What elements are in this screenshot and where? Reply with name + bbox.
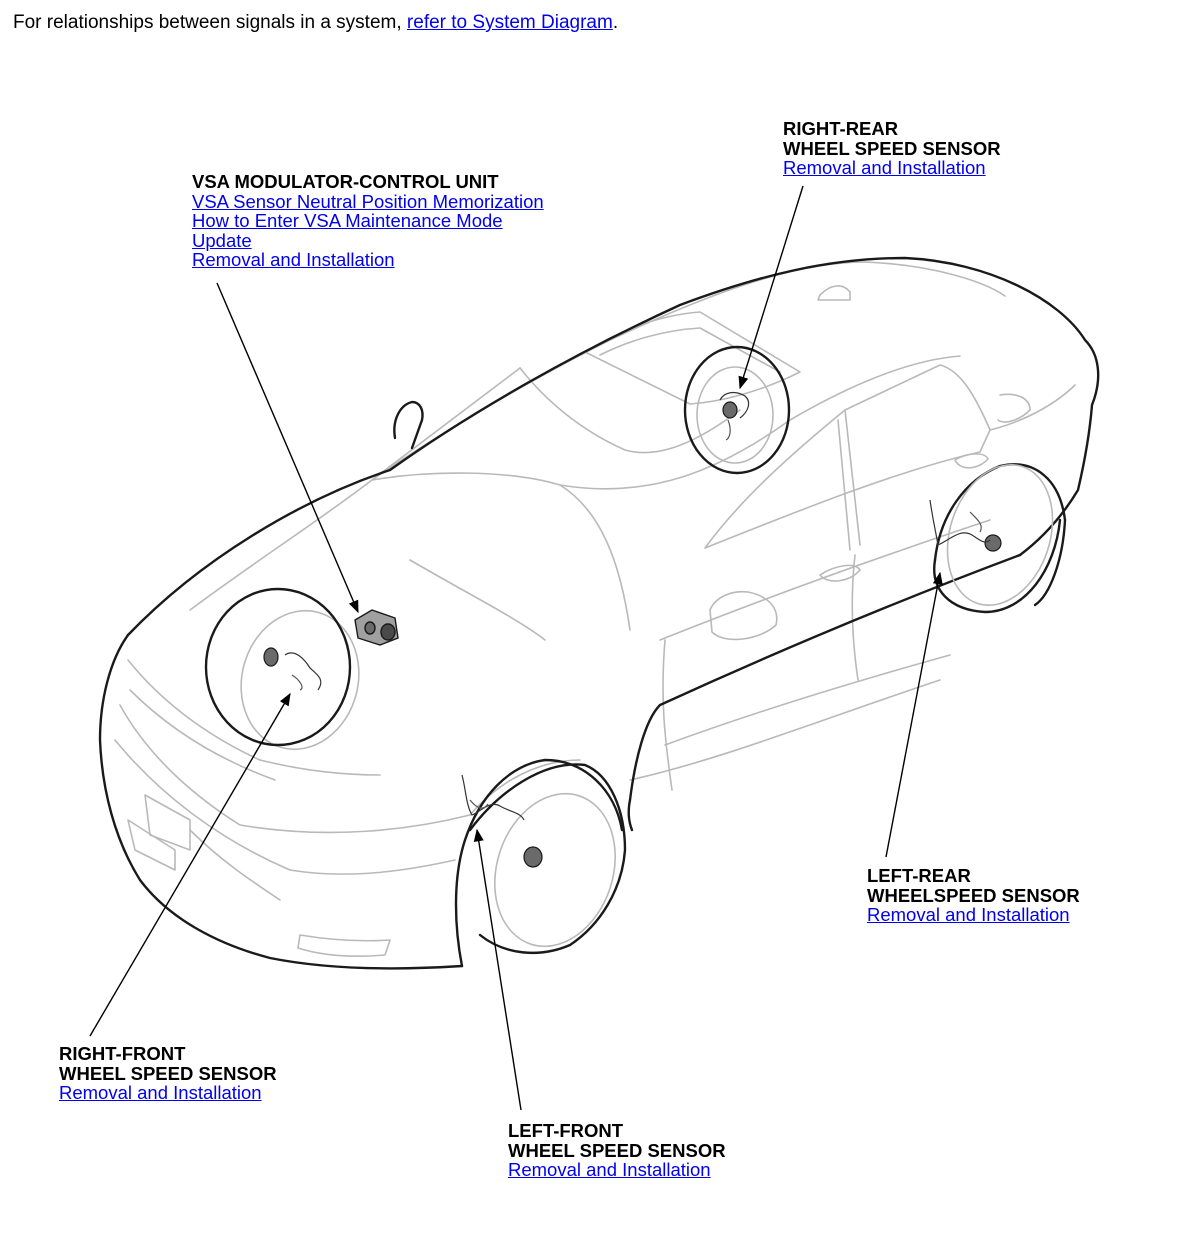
system-diagram-link[interactable]: refer to System Diagram xyxy=(406,12,613,33)
right-rear-title-line1: RIGHT-REAR xyxy=(783,118,899,139)
left-front-title-line2: WHEEL SPEED SENSOR xyxy=(508,1139,726,1161)
vsa-neutral-position-link[interactable]: VSA Sensor Neutral Position Memorization xyxy=(192,190,544,212)
intro-text: For relationships between signals in a s… xyxy=(13,12,407,33)
right-front-sensor-callout: RIGHT-FRONT WHEEL SPEED SENSOR Removal a… xyxy=(59,1044,277,1103)
leader-lines xyxy=(89,185,943,1111)
right-rear-sensor-callout: RIGHT-REAR WHEEL SPEED SENSOR Removal an… xyxy=(783,119,1001,178)
left-front-leader-line xyxy=(473,828,522,1111)
right-front-title-line2: WHEEL SPEED SENSOR xyxy=(59,1062,277,1084)
left-rear-leader-line xyxy=(885,571,943,858)
wheel-speed-sensor-icon xyxy=(263,391,1002,868)
right-rear-removal-installation-link[interactable]: Removal and Installation xyxy=(783,157,986,178)
left-front-title-line1: LEFT-FRONT xyxy=(508,1120,624,1141)
right-rear-leader-line xyxy=(738,185,804,390)
left-rear-title-line2: WHEELSPEED SENSOR xyxy=(867,884,1080,906)
car-outline-icon xyxy=(98,256,1100,970)
left-front-removal-installation-link[interactable]: Removal and Installation xyxy=(508,1159,711,1180)
right-front-sensor-zone xyxy=(204,587,352,747)
right-rear-sensor-zone xyxy=(683,345,791,475)
right-front-title-line1: RIGHT-FRONT xyxy=(59,1043,186,1064)
vsa-maintenance-mode-link[interactable]: How to Enter VSA Maintenance Mode xyxy=(192,210,503,231)
vsa-modulator-title: VSA MODULATOR-CONTROL UNIT xyxy=(192,171,499,192)
vsa-modulator-callout: VSA MODULATOR-CONTROL UNIT VSA Sensor Ne… xyxy=(192,172,544,270)
vsa-update-link[interactable]: Update xyxy=(192,229,252,251)
vsa-removal-installation-link[interactable]: Removal and Installation xyxy=(192,249,395,270)
left-rear-sensor-callout: LEFT-REAR WHEELSPEED SENSOR Removal and … xyxy=(867,866,1080,925)
intro-sentence: For relationships between signals in a s… xyxy=(13,12,618,34)
right-front-removal-installation-link[interactable]: Removal and Installation xyxy=(59,1082,262,1103)
vsa-leader-line xyxy=(216,282,359,614)
intro-period: . xyxy=(612,12,619,33)
left-rear-title-line1: LEFT-REAR xyxy=(867,865,971,886)
right-front-leader-line xyxy=(89,692,291,1037)
vsa-modulator-icon xyxy=(354,609,399,646)
right-rear-title-line2: WHEEL SPEED SENSOR xyxy=(783,137,1001,159)
left-rear-removal-installation-link[interactable]: Removal and Installation xyxy=(867,904,1070,925)
left-front-sensor-callout: LEFT-FRONT WHEEL SPEED SENSOR Removal an… xyxy=(508,1121,726,1180)
